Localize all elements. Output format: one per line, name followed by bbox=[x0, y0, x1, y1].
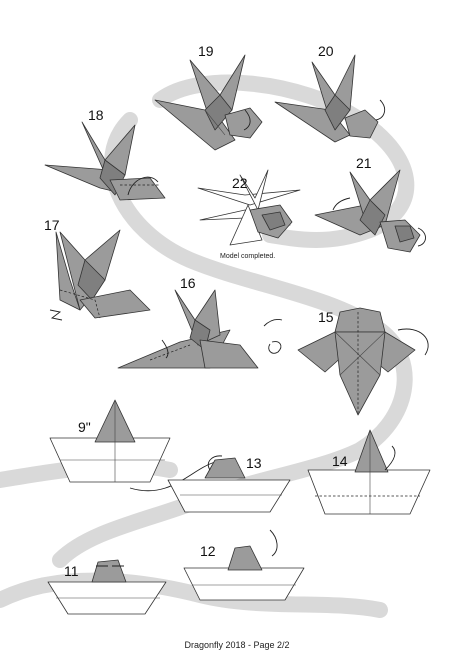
fold-arrow-icon bbox=[375, 99, 386, 121]
step-9-label: 9" bbox=[78, 419, 91, 435]
step-18-label: 18 bbox=[88, 107, 104, 123]
step-14-label: 14 bbox=[332, 453, 348, 469]
step-16-figure bbox=[117, 289, 259, 369]
step-15-label: 15 bbox=[318, 309, 334, 325]
fold-arrow-icon bbox=[161, 339, 169, 359]
step-12-label: 12 bbox=[200, 543, 216, 559]
fold-arrow-icon bbox=[332, 197, 351, 211]
step-17-figure bbox=[49, 229, 151, 321]
step-21-label: 21 bbox=[356, 155, 372, 171]
fold-arrow-icon bbox=[127, 176, 159, 196]
step-21-figure bbox=[314, 169, 426, 253]
fold-arrow-icon bbox=[384, 445, 396, 471]
rotate-icon bbox=[269, 529, 278, 557]
turn-over-icon bbox=[263, 319, 283, 327]
fold-arrow-icon bbox=[207, 455, 223, 471]
step-11-figure bbox=[47, 559, 167, 615]
step-18-figure bbox=[44, 121, 166, 201]
fold-arrow-icon bbox=[397, 328, 429, 356]
step-14-figure bbox=[307, 429, 431, 515]
step-19-label: 19 bbox=[198, 43, 214, 59]
fold-arrow-icon bbox=[243, 109, 251, 131]
step-15-figure bbox=[297, 307, 429, 416]
step-22-figure bbox=[197, 169, 301, 246]
step-16-label: 16 bbox=[180, 275, 196, 291]
step-17-label: 17 bbox=[44, 217, 60, 233]
step-19-figure bbox=[154, 54, 263, 151]
step-20-figure bbox=[274, 54, 386, 143]
step-13-figure bbox=[167, 455, 291, 513]
step-20-label: 20 bbox=[318, 43, 334, 59]
step-22-label: 22 bbox=[232, 175, 248, 191]
rotate-icon bbox=[268, 341, 282, 354]
fold-arrow-icon bbox=[49, 309, 63, 321]
step-12-figure bbox=[183, 529, 305, 601]
completion-note: Model completed. bbox=[220, 253, 275, 260]
step-11-label: 11 bbox=[64, 563, 79, 579]
step-13-label: 13 bbox=[246, 455, 262, 471]
page-footer: Dragonfly 2018 - Page 2/2 bbox=[184, 640, 290, 650]
step-9-figure bbox=[49, 399, 171, 483]
rotate-icon bbox=[417, 227, 426, 247]
